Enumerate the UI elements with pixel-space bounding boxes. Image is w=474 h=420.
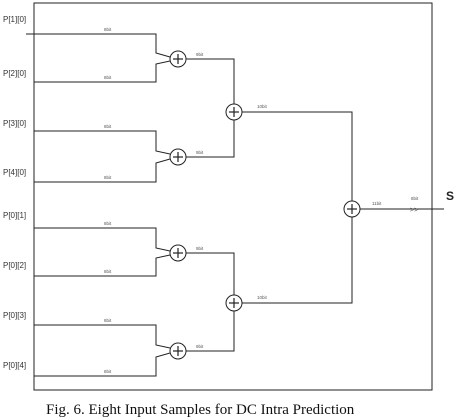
input-wire-5 <box>34 227 171 252</box>
stage1-wire-3 <box>186 252 235 302</box>
input-label-2: P[2][0] <box>3 69 26 78</box>
adder-icon <box>169 50 187 68</box>
adder-icon <box>225 103 243 121</box>
stage2-wire-bottom <box>242 216 353 304</box>
shift-bus: 8bit <box>411 196 419 201</box>
input-label-6: P[0][2] <box>3 261 26 270</box>
stage1-bus-1: 9bit <box>196 52 204 57</box>
stage1-bus-3: 9bit <box>196 246 204 251</box>
input-label-3: P[3][0] <box>3 119 26 128</box>
input-bus-5: 8bit <box>104 221 112 226</box>
input-bus-8: 8bit <box>104 369 112 374</box>
input-wire-7 <box>34 324 171 349</box>
input-bus-1: 8bit <box>104 27 112 32</box>
module-box <box>33 2 433 391</box>
stage1-bus-4: 9bit <box>196 344 204 349</box>
stage2-bus-top: 10bit <box>257 104 268 109</box>
shift-symbol: >> <box>410 207 418 214</box>
adder-icon <box>169 148 187 166</box>
stage2-bus-bottom: 10bit <box>257 295 268 300</box>
stage1-wire-1 <box>186 58 235 112</box>
adder-icon <box>169 342 187 360</box>
input-wire-6 <box>34 254 171 277</box>
input-wire-2 <box>34 60 171 83</box>
stage1-wire-4 <box>186 303 235 352</box>
adder-icon <box>169 244 187 262</box>
input-wire-8 <box>34 352 171 377</box>
output-label: S <box>446 189 454 203</box>
stage3-bus: 11bit <box>372 201 382 206</box>
stage1-bus-2: 9bit <box>196 150 204 155</box>
input-label-5: P[0][1] <box>3 211 26 220</box>
input-label-8: P[0][4] <box>3 361 26 370</box>
figure-caption: Fig. 6. Eight Input Samples for DC Intra… <box>46 402 355 418</box>
input-wire-1 <box>26 33 171 58</box>
input-bus-4: 8bit <box>104 175 112 180</box>
input-label-4: P[4][0] <box>3 168 26 177</box>
input-bus-2: 8bit <box>104 75 112 80</box>
stage1-wire-2 <box>186 113 235 158</box>
input-label-7: P[0][3] <box>3 311 26 320</box>
input-bus-3: 8bit <box>104 124 112 129</box>
adder-icon <box>225 294 243 312</box>
input-wire-4 <box>34 158 171 183</box>
adder-icon <box>343 200 361 218</box>
input-wire-3 <box>34 130 171 155</box>
input-bus-6: 8bit <box>104 269 112 274</box>
input-label-1: P[1][0] <box>3 15 26 24</box>
input-bus-7: 8bit <box>104 318 112 323</box>
stage2-wire-top <box>242 111 353 203</box>
